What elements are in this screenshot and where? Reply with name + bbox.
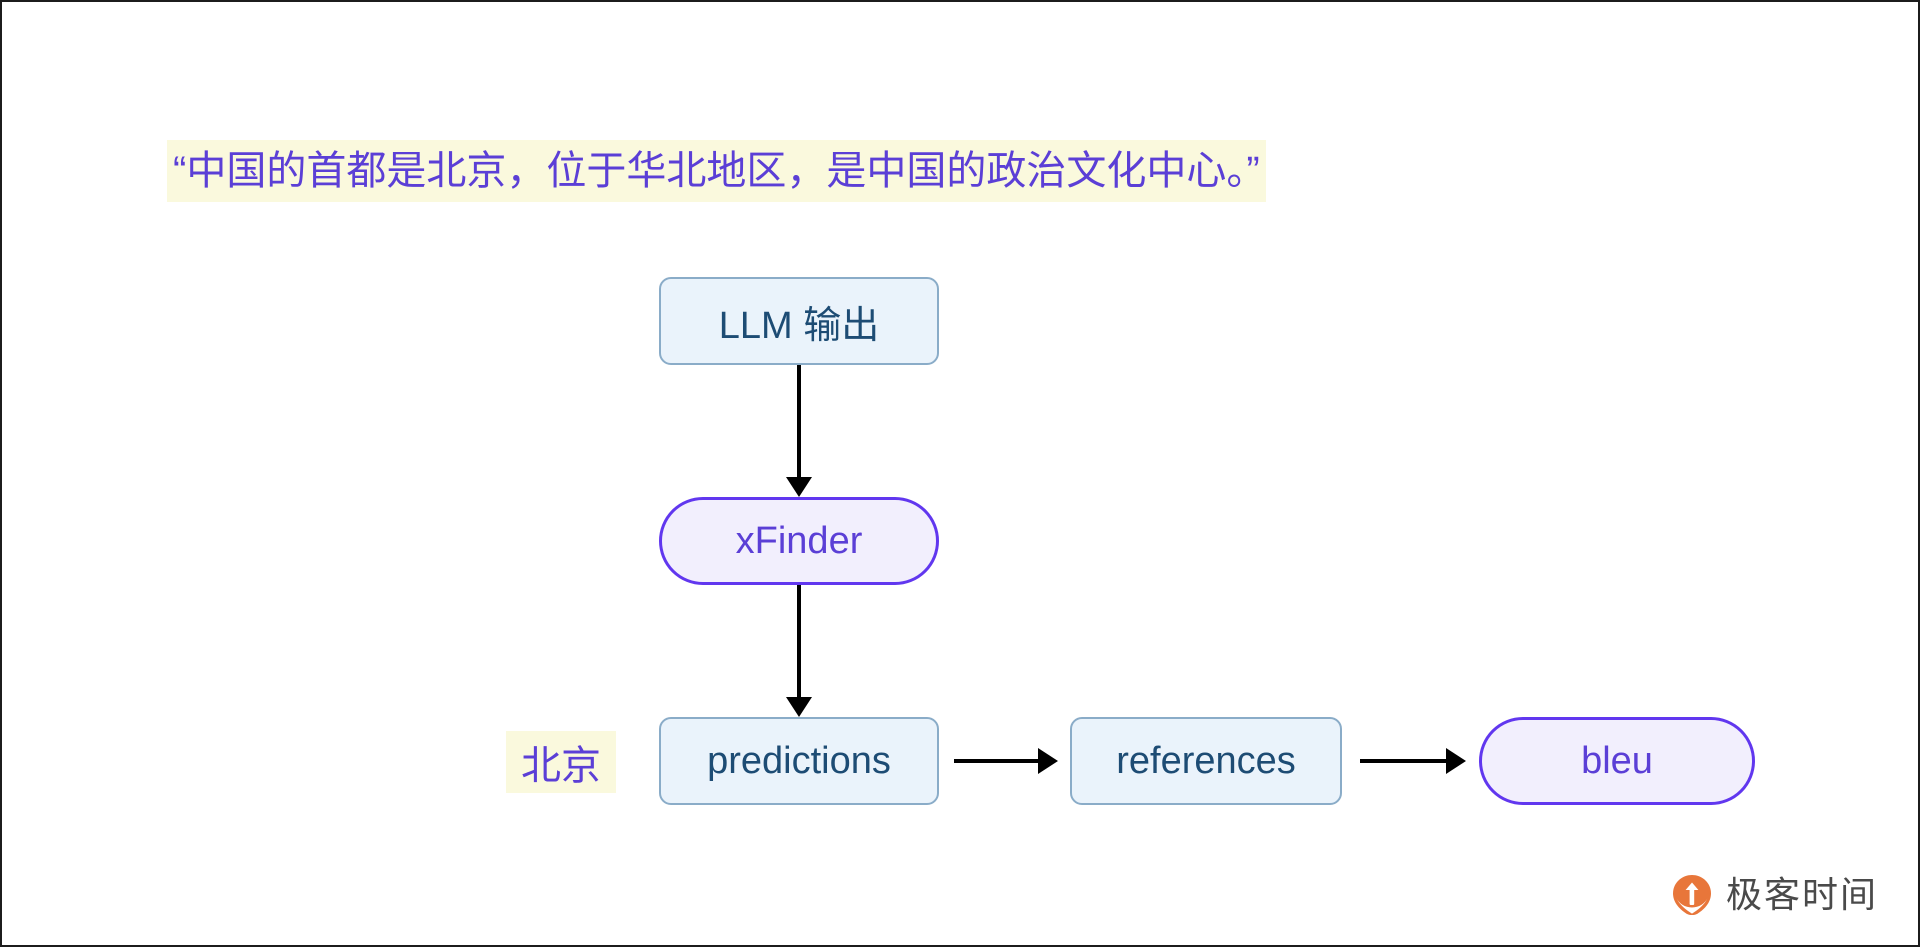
node-references-label: references <box>1116 739 1296 782</box>
extracted-token-label: 北京 <box>521 744 601 788</box>
arrow-predictions-to-references <box>954 748 1058 774</box>
arrow-shaft <box>1360 759 1448 763</box>
arrow-head-right-icon <box>1038 748 1058 774</box>
arrow-head-down-icon <box>786 697 812 717</box>
quote-text: “中国的首都是北京，位于华北地区，是中国的政治文化中心。” <box>173 149 1260 193</box>
watermark: 极客时间 <box>1670 873 1878 917</box>
arrow-shaft <box>797 365 801 477</box>
extracted-token-beijing: 北京 <box>506 731 616 793</box>
watermark-text: 极客时间 <box>1725 874 1878 915</box>
highlighted-quote: “中国的首都是北京，位于华北地区，是中国的政治文化中心。” <box>167 140 1266 202</box>
node-bleu[interactable]: bleu <box>1479 717 1755 805</box>
arrow-shaft <box>954 759 1040 763</box>
node-bleu-label: bleu <box>1581 739 1653 782</box>
arrow-llm-to-xfinder <box>786 365 812 497</box>
arrow-head-down-icon <box>786 477 812 497</box>
arrow-xfinder-to-predictions <box>786 585 812 717</box>
node-xfinder[interactable]: xFinder <box>659 497 939 585</box>
node-llm-output[interactable]: LLM 输出 <box>659 277 939 365</box>
arrow-shaft <box>797 585 801 697</box>
arrow-head-right-icon <box>1446 748 1466 774</box>
node-references[interactable]: references <box>1070 717 1342 805</box>
geektime-logo-icon <box>1670 873 1714 917</box>
arrow-references-to-bleu <box>1360 748 1466 774</box>
node-xfinder-label: xFinder <box>735 519 863 562</box>
node-predictions-label: predictions <box>707 739 891 782</box>
node-predictions[interactable]: predictions <box>659 717 939 805</box>
node-llm-output-label: LLM 输出 <box>718 304 880 347</box>
